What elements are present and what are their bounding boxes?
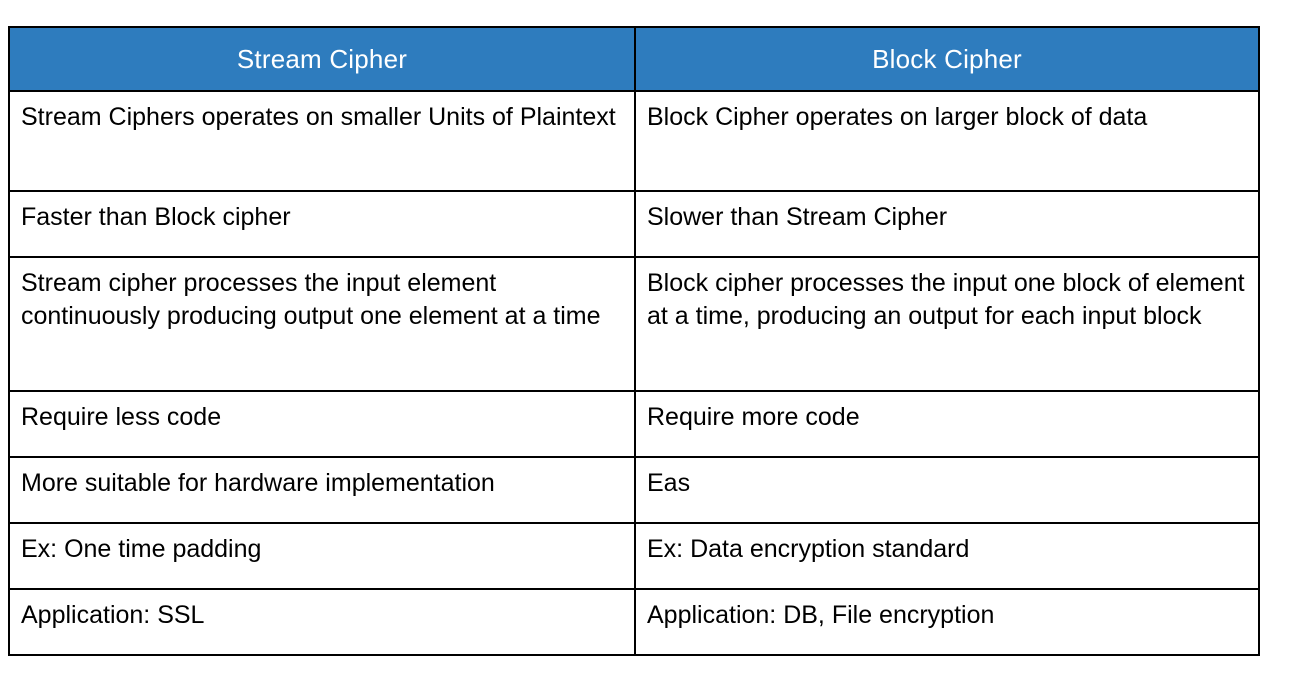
cell-stream-cipher-0: Stream Ciphers operates on smaller Units…	[8, 90, 636, 192]
table-body: Stream Ciphers operates on smaller Units…	[8, 90, 1260, 656]
cipher-comparison-table: Stream Cipher Block Cipher Stream Cipher…	[8, 26, 1260, 656]
cell-block-cipher-3: Require more code	[634, 390, 1260, 458]
cell-stream-cipher-5: Ex: One time padding	[8, 522, 636, 590]
table-row: More suitable for hardware implementatio…	[8, 456, 1260, 524]
cell-block-cipher-1: Slower than Stream Cipher	[634, 190, 1260, 258]
cell-stream-cipher-1: Faster than Block cipher	[8, 190, 636, 258]
cell-block-cipher-4: Eas	[634, 456, 1260, 524]
table-row: Stream Ciphers operates on smaller Units…	[8, 90, 1260, 192]
table-row: Stream cipher processes the input elemen…	[8, 256, 1260, 392]
cell-stream-cipher-6: Application: SSL	[8, 588, 636, 656]
cell-block-cipher-5: Ex: Data encryption standard	[634, 522, 1260, 590]
table-header-row: Stream Cipher Block Cipher	[8, 26, 1260, 92]
table-row: Application: SSL Application: DB, File e…	[8, 588, 1260, 656]
cell-block-cipher-6: Application: DB, File encryption	[634, 588, 1260, 656]
table-row: Faster than Block cipher Slower than Str…	[8, 190, 1260, 258]
column-header-stream-cipher: Stream Cipher	[8, 26, 636, 92]
table-header: Stream Cipher Block Cipher	[8, 26, 1260, 92]
cell-stream-cipher-2: Stream cipher processes the input elemen…	[8, 256, 636, 392]
table-row: Ex: One time padding Ex: Data encryption…	[8, 522, 1260, 590]
cell-stream-cipher-3: Require less code	[8, 390, 636, 458]
cell-block-cipher-2: Block cipher processes the input one blo…	[634, 256, 1260, 392]
cell-stream-cipher-4: More suitable for hardware implementatio…	[8, 456, 636, 524]
column-header-block-cipher: Block Cipher	[634, 26, 1260, 92]
cell-block-cipher-0: Block Cipher operates on larger block of…	[634, 90, 1260, 192]
table-row: Require less code Require more code	[8, 390, 1260, 458]
